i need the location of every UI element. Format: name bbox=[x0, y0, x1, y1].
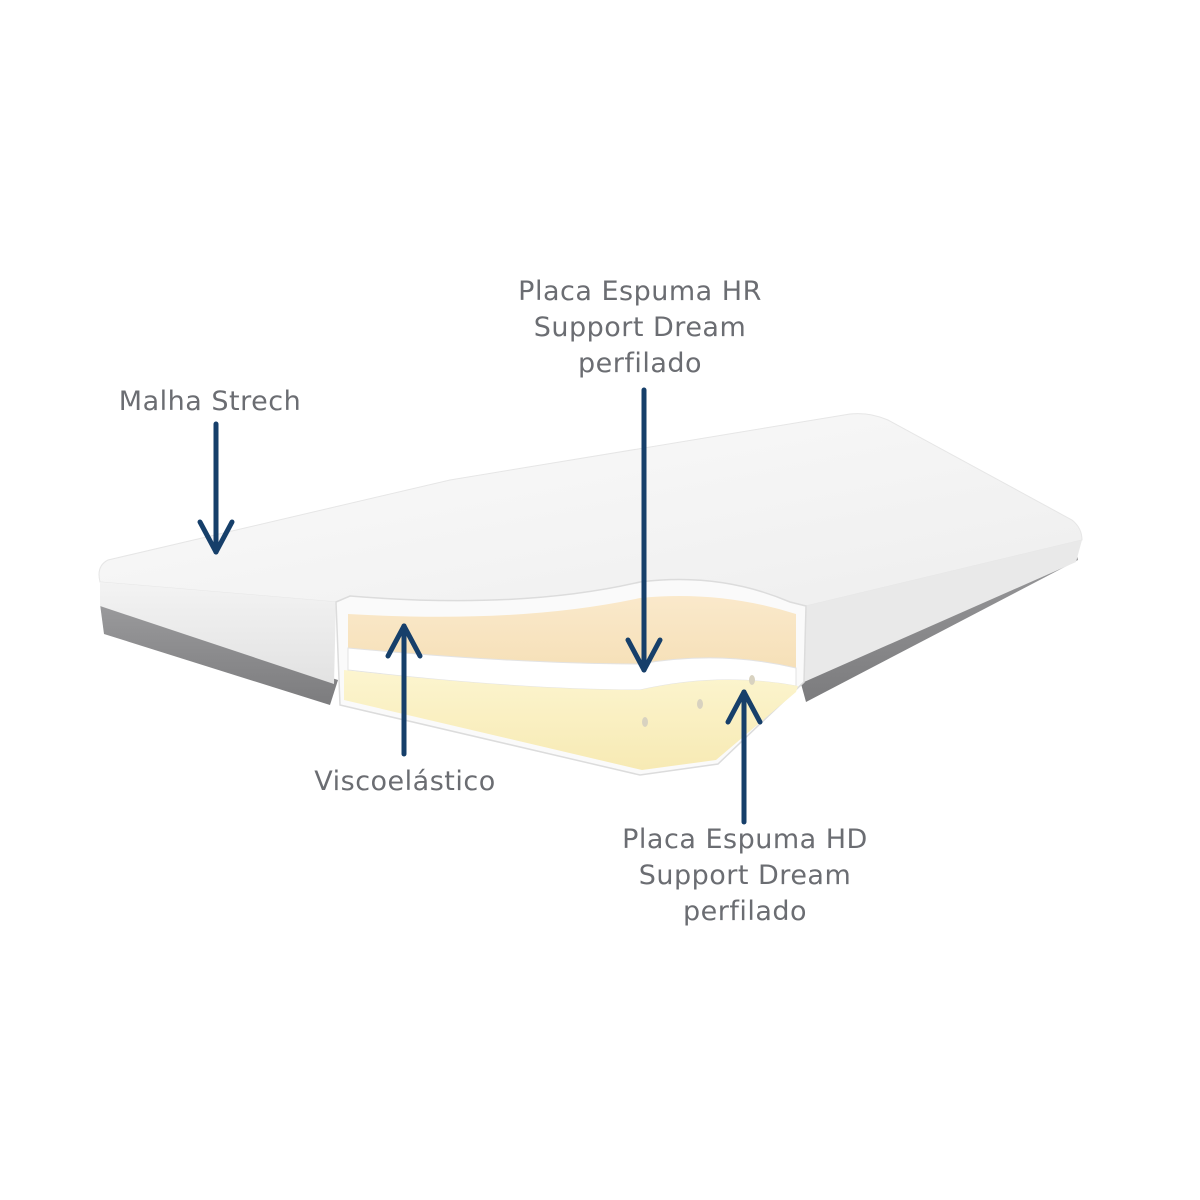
arrow-viscoelastico bbox=[385, 623, 423, 757]
arrow-malha-strech bbox=[197, 421, 235, 555]
hd-layer bbox=[344, 670, 798, 770]
cutaway-section bbox=[335, 578, 807, 776]
label-viscoelastico: Viscoelástico bbox=[280, 764, 530, 800]
visco-layer bbox=[348, 596, 796, 668]
label-malha-strech: Malha Strech bbox=[100, 384, 320, 420]
arrow-placa-hr bbox=[625, 387, 663, 673]
label-hd-line-1: Placa Espuma HD bbox=[622, 824, 868, 855]
label-hr-line-3: perfilado bbox=[577, 348, 703, 379]
label-hd-line-3: perfilado bbox=[682, 896, 808, 927]
mattress-cover bbox=[98, 413, 1083, 684]
label-hd-line-2: Support Dream bbox=[638, 860, 852, 891]
label-hr-line-2: Support Dream bbox=[533, 312, 747, 343]
label-hr-line-1: Placa Espuma HR bbox=[518, 276, 762, 307]
label-visco-line-1: Viscoelástico bbox=[314, 766, 496, 797]
arrow-placa-hd bbox=[725, 689, 763, 825]
label-malha-line-1: Malha Strech bbox=[118, 386, 302, 417]
label-placa-espuma-hr: Placa Espuma HR Support Dream perfilado bbox=[470, 274, 810, 382]
label-placa-espuma-hd: Placa Espuma HD Support Dream perfilado bbox=[575, 822, 915, 930]
